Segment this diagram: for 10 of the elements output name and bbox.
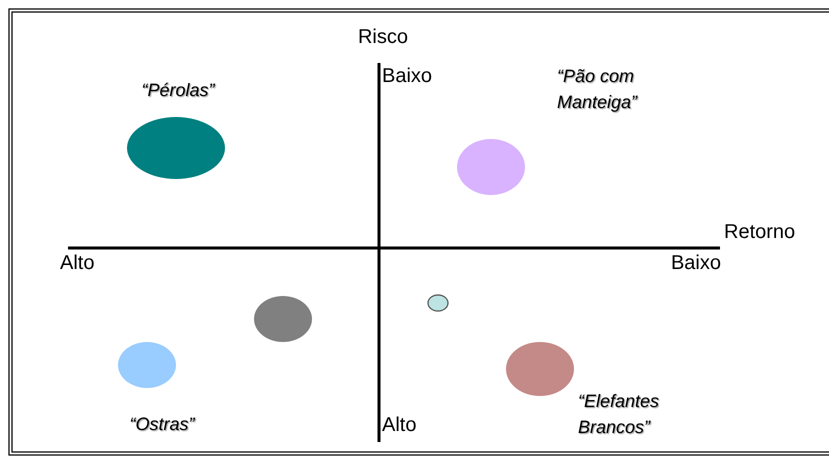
- axis-label: Retorno: [724, 220, 796, 245]
- quadrant-label: “Pão com Manteiga”: [557, 65, 639, 114]
- axis-label: Alto: [60, 251, 94, 276]
- axis-label: Alto: [382, 413, 416, 438]
- axis-label: Baixo: [670, 251, 721, 276]
- quadrant-label: “Pérolas”: [141, 79, 215, 102]
- axis-label: Risco: [358, 25, 408, 50]
- quadrant-label: “Ostras”: [130, 413, 194, 436]
- quadrant-label: “Elefantes Brancos”: [578, 390, 660, 439]
- axis-label: Baixo: [382, 64, 432, 89]
